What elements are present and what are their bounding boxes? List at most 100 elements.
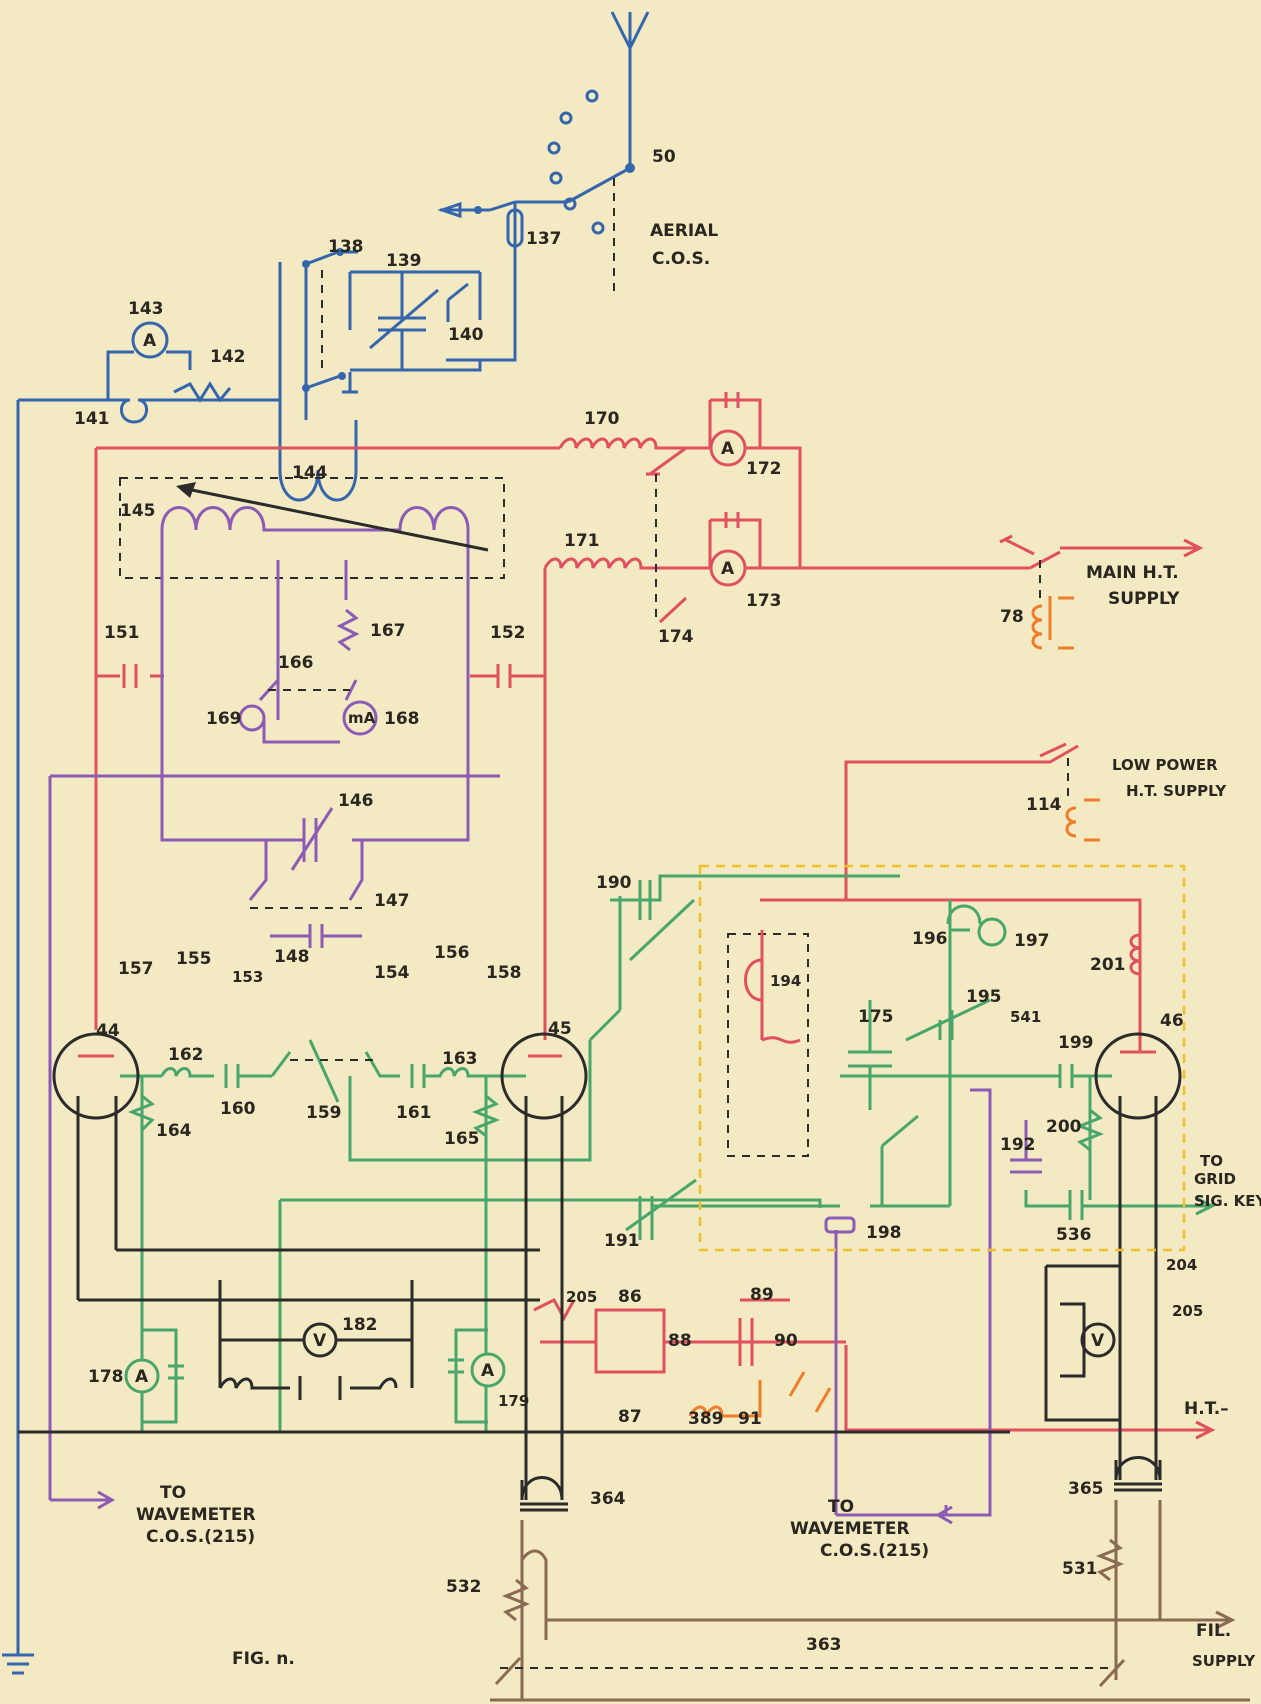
num-143: 143 [128,299,164,319]
num-137: 137 [526,229,562,249]
num-192: 192 [1000,1135,1036,1155]
num-195: 195 [966,987,1002,1007]
num-152: 152 [490,623,526,643]
label-grid: GRID [1194,1170,1236,1188]
meter-letter-173: A [721,559,735,579]
num-175: 175 [858,1007,894,1027]
ht-circuit [78,392,1216,1440]
valve-44 [52,1032,140,1120]
choke-171 [543,557,690,570]
choke-170 [558,437,690,450]
label-50: 50 [652,147,676,167]
ammeter-172 [709,429,747,467]
grid-leak-165 [471,1076,501,1180]
thermocouple-141 [120,398,170,424]
variable-condenser-159 [308,1039,340,1103]
labels: 50 AERIAL C.O.S. MAIN H.T. SUPPLY LOW PO… [74,147,1261,1670]
num-45: 45 [548,1019,572,1039]
label-wm-left-to: TO [160,1483,186,1503]
num-162: 162 [168,1045,204,1065]
aerial-circuit [2,11,650,1675]
condenser-151 [96,568,547,1040]
arrow-left-icon [437,201,462,219]
num-174: 174 [658,627,694,647]
condenser-536 [1024,1190,1216,1220]
num-145: 145 [120,501,156,521]
num-541: 541 [1010,1008,1041,1026]
aerial-switch-blade [567,166,631,204]
meter-letter-143: A [143,331,157,351]
num-170: 170 [584,409,620,429]
grid-feed-45 [270,1051,526,1088]
resistance-142 [173,381,232,403]
choke-201 [846,898,1142,1052]
lamp-197 [977,917,1007,947]
grid-leak-164 [127,1076,155,1132]
tank-coil-145 [160,506,470,580]
num-90: 90 [774,1331,798,1351]
num-114: 114 [1026,795,1062,815]
num-140: 140 [448,325,484,345]
label-wm-right-wavemeter: WAVEMETER [790,1519,910,1539]
aerial-icon [610,11,650,168]
condenser-block-88 [540,1308,666,1374]
num-161: 161 [396,1103,432,1123]
num-532: 532 [446,1577,482,1597]
num-205-right: 205 [1172,1302,1203,1320]
label-main-ht: MAIN H.T. [1086,563,1179,583]
crystal-control-box [698,864,1186,1252]
label-cos: C.O.S. [652,249,710,269]
transformer-365 [1114,1456,1162,1492]
relay-389-91 [688,1371,832,1418]
relay-78 [1031,596,1074,650]
num-169: 169 [206,709,242,729]
num-166: 166 [278,653,314,673]
num-168: 168 [384,709,420,729]
num-86: 86 [618,1287,642,1307]
num-154: 154 [374,963,410,983]
num-179: 179 [498,1392,529,1410]
valve-45 [500,1032,588,1120]
label-fil-supply: SUPPLY [1192,1652,1256,1670]
label-supply: SUPPLY [1108,589,1180,609]
variable-condenser-139 [378,272,426,370]
num-198: 198 [866,1223,902,1243]
meter-letter-172: A [721,439,735,459]
num-156: 156 [434,943,470,963]
num-196: 196 [912,929,948,949]
label-low-power: LOW POWER [1112,756,1218,774]
condenser-89-90 [664,1298,846,1366]
num-153: 153 [232,968,263,986]
label-fil: FIL. [1196,1621,1231,1641]
coil-box-194 [727,933,809,1157]
lamp-169 [238,704,266,732]
num-191: 191 [604,1231,640,1251]
num-178: 178 [88,1367,124,1387]
arrow-right-icon [1183,538,1204,558]
filament-circuit [18,1032,1182,1512]
num-138: 138 [328,237,364,257]
num-148: 148 [274,947,310,967]
num-147: 147 [374,891,410,911]
num-389: 389 [688,1409,724,1429]
label-ht-supply: H.T. SUPPLY [1126,782,1227,800]
num-46: 46 [1160,1011,1184,1031]
num-44: 44 [96,1021,120,1041]
label-wm-left-wavemeter: WAVEMETER [136,1505,256,1525]
num-363: 363 [806,1635,842,1655]
tuning-circuit [48,477,1042,1525]
relay-circuits [688,596,1100,1418]
condenser-199 [840,1064,1112,1088]
num-151: 151 [104,623,140,643]
milliammeter-168 [342,700,378,736]
valve-46 [1094,1032,1182,1120]
num-365: 365 [1068,1479,1104,1499]
switch-140 [446,282,469,322]
voltmeter-46 [1080,1322,1116,1358]
num-190: 190 [596,873,632,893]
transformer-364 [520,1476,568,1512]
variable-condenser-190 [610,874,900,962]
num-200: 200 [1046,1117,1082,1137]
num-139: 139 [386,251,422,271]
